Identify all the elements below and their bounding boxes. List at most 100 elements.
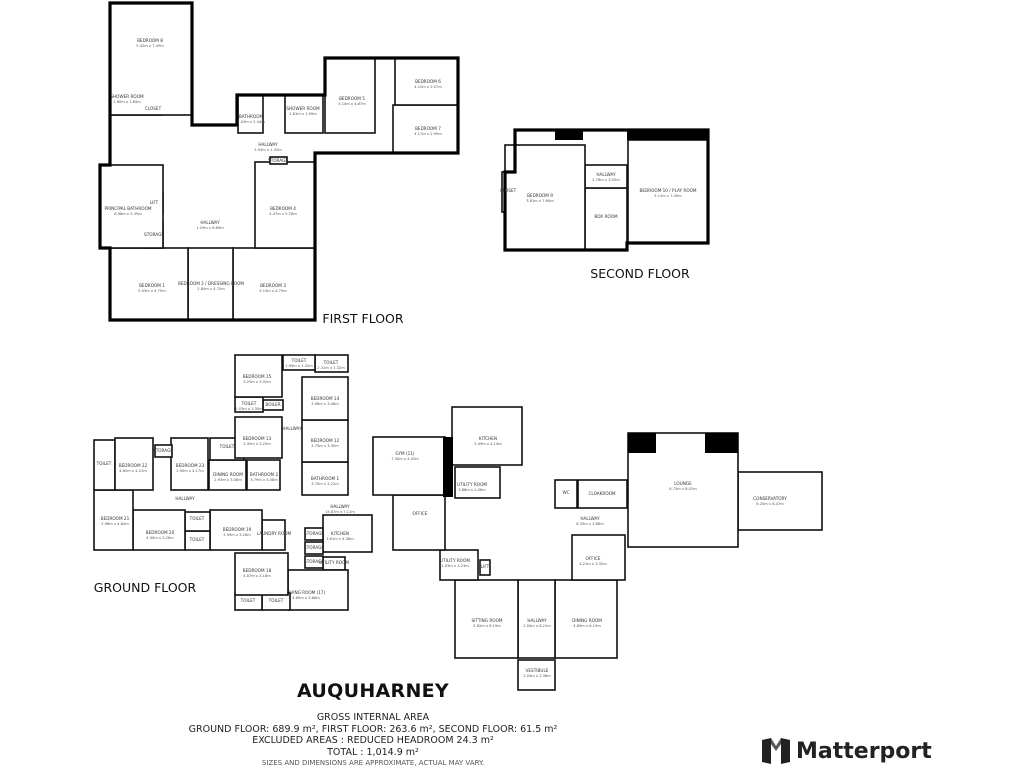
room-label-storage: STORAGE xyxy=(144,232,164,237)
room-bedroom-6 xyxy=(394,57,459,106)
room-label-hallway: HALLWAY xyxy=(580,516,600,521)
room-label-bedroom-18: BEDROOM 18 xyxy=(243,568,272,573)
room-label-bedroom-1: BEDROOM 1 xyxy=(139,283,165,288)
room-bedroom-18 xyxy=(234,552,289,596)
area-summary: GROSS INTERNAL AREA GROUND FLOOR: 689.9 … xyxy=(173,712,573,770)
room-dimensions: 5.49m x 4.14m xyxy=(474,442,502,446)
room-label-toilet: TOILET xyxy=(291,358,307,363)
room-label-toilet: TOILET xyxy=(96,461,112,466)
room-dimensions: 2.03m x 2.44m xyxy=(237,120,265,124)
room-dimensions: 5.14m x 4.87m xyxy=(338,102,366,106)
room-bedroom-19 xyxy=(209,509,263,551)
room-dimensions: 4.30m x 3.26m xyxy=(146,536,174,540)
room-label-bedroom-10-play-room: BEDROOM 10 / PLAY ROOM xyxy=(639,188,696,193)
room-dimensions: 15.87m x 7.11m xyxy=(325,510,355,514)
room-dimensions: 8.73m x 8.02m xyxy=(669,487,697,491)
room-bedroom-8 xyxy=(109,2,193,116)
room-label-lift: LIFT xyxy=(481,564,490,569)
room-label-boiler: BOILER xyxy=(265,402,280,407)
room-bedroom-20 xyxy=(132,509,186,551)
room-label-utility-room: UTILITY ROOM xyxy=(319,560,349,565)
room-toilet xyxy=(184,511,211,532)
room-label-storage: STORAGE xyxy=(304,531,324,536)
room-label-sitting-room: SITTING ROOM xyxy=(472,618,503,623)
room-dining-room xyxy=(554,579,618,659)
room-dimensions: 4.47m x 5.78m xyxy=(269,212,297,216)
room-label-bedroom-15: BEDROOM 15 xyxy=(243,374,272,379)
room-dimensions: 3.88m x 2.08m xyxy=(458,488,486,492)
room-bedroom-21 xyxy=(93,489,134,551)
room-sitting-room xyxy=(454,579,519,659)
room-storage xyxy=(304,527,324,541)
property-name: AUQUHARNEY xyxy=(296,680,449,702)
room-dimensions: 1.81m x 1.99m xyxy=(289,112,317,116)
matterport-logo-icon xyxy=(762,738,790,764)
room-bedroom-5 xyxy=(324,57,376,134)
room-dimensions: 4.12m x 2.07m xyxy=(414,85,442,89)
room-dimensions: 3.79m x 3.08m xyxy=(250,478,278,482)
room-dimensions: 4.87m x 3.18m xyxy=(243,574,271,578)
room-lift xyxy=(479,559,491,576)
room-label-hallway: HALLWAY xyxy=(200,220,220,225)
wall-block xyxy=(443,437,453,497)
room-bedroom-3 xyxy=(232,247,316,321)
room-label-bedroom-9: BEDROOM 9 xyxy=(527,193,553,198)
room-dimensions: 2.90m x 4.17m xyxy=(176,469,204,473)
room-principal-bathroom xyxy=(99,164,164,249)
room-gym-11 xyxy=(372,436,446,496)
room-dimensions: 2.31m x 1.32m xyxy=(317,366,345,370)
room-label-wc: WC xyxy=(562,490,569,495)
room-dimensions: 4.65m x 3.86m xyxy=(292,596,320,600)
room-label-toilet: TOILET xyxy=(323,360,339,365)
room-bedroom-9 xyxy=(504,144,586,251)
room-dimensions: 7.30m x 4.05m xyxy=(391,457,419,461)
room-dimensions: 6.20m x 8.47m xyxy=(756,502,784,506)
room-dimensions: 4.89m x 6.19m xyxy=(573,624,601,628)
room-dimensions: 5.93m x 1.33m xyxy=(254,148,282,152)
room-box-room xyxy=(584,187,628,251)
room-shower-room xyxy=(284,94,324,134)
wall-block xyxy=(628,433,656,453)
room-hallway xyxy=(517,579,556,659)
room-label-bedroom-12: BEDROOM 12 xyxy=(311,438,340,443)
room-label-hallway: HALLWAY xyxy=(175,496,195,501)
room-label-hallway: HALLWAY xyxy=(527,618,547,623)
room-label-hallway: HALLWAY xyxy=(282,426,302,431)
room-label-bedroom-4: BEDROOM 4 xyxy=(270,206,296,211)
room-label-hallway: HALLWAY xyxy=(258,142,278,147)
room-storage xyxy=(154,444,173,458)
room-label-bedroom-20: BEDROOM 20 xyxy=(146,530,175,535)
room-label-hallway: HALLWAY xyxy=(330,504,350,509)
room-storage xyxy=(304,555,324,569)
room-kitchen xyxy=(451,406,523,466)
room-label-kitchen: KITCHEN xyxy=(331,531,349,536)
room-dimensions: 2.03m x 1.30m xyxy=(235,407,263,411)
room-label-toilet: TOILET xyxy=(219,444,235,449)
room-dimensions: 5.13m x 4.75m xyxy=(259,289,287,293)
room-label-closet: CLOSET xyxy=(500,188,517,193)
room-bedroom-13 xyxy=(234,416,283,459)
room-label-bedroom-8: BEDROOM 8 xyxy=(137,38,163,43)
room-label-storage: STORAGE xyxy=(268,158,288,163)
second-floor-outer-wall xyxy=(503,128,710,252)
room-dimensions: 2.04m x 6.21m xyxy=(523,624,551,628)
area-heading: GROSS INTERNAL AREA xyxy=(316,712,430,723)
room-label-bedroom-3: BEDROOM 3 xyxy=(260,283,286,288)
second-floor-label: SECOND FLOOR xyxy=(590,266,690,281)
room-dimensions: 4.21m x 3.32m xyxy=(579,562,607,566)
room-label-storage: STORAGE xyxy=(304,559,324,564)
room-wc xyxy=(554,479,578,509)
area-floors: GROUND FLOOR: 689.9 m², FIRST FLOOR: 263… xyxy=(188,723,558,735)
area-excluded: EXCLUDED AREAS : REDUCED HEADROOM 24.3 m… xyxy=(252,735,494,746)
room-label-utility-room: UTILITY ROOM xyxy=(457,482,487,487)
room-label-hallway: HALLWAY xyxy=(596,172,616,177)
room-dimensions: 2.84m x 4.75m xyxy=(197,287,225,291)
room-dimensions: 5.03m x 4.75m xyxy=(138,289,166,293)
first-floor-label: FIRST FLOOR xyxy=(322,311,403,326)
room-label-principal-bathroom: PRINCIPAL BATHROOM xyxy=(105,206,152,211)
room-bedroom-15 xyxy=(234,354,283,398)
room-label-gym-11: GYM (11) xyxy=(395,451,415,456)
room-label-bedroom-13: BEDROOM 13 xyxy=(243,436,272,441)
